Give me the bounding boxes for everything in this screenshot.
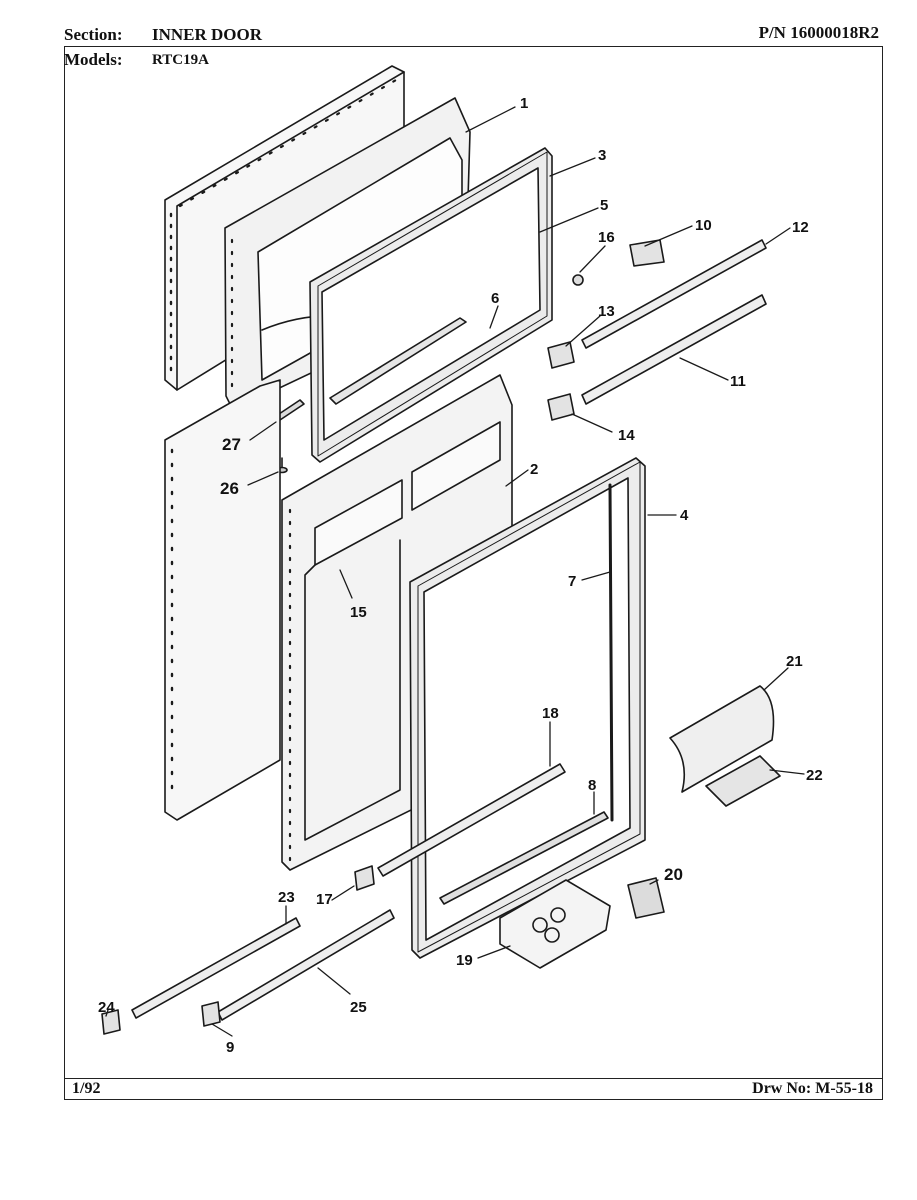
shelf-end-cap-part-9 <box>201 1001 221 1027</box>
callout-26: 26 <box>220 479 239 498</box>
callout-7: 7 <box>568 573 576 590</box>
callout-21: 21 <box>786 653 803 670</box>
callout-27: 27 <box>222 435 241 454</box>
callout-numbers: 1 2 3 4 5 6 7 8 9 10 11 12 13 14 15 16 1… <box>98 95 823 1056</box>
dairy-bin-part-22 <box>705 755 781 807</box>
callout-12: 12 <box>792 219 809 236</box>
freezer-shelf-bar-part-11 <box>581 294 767 405</box>
drawing-frame <box>64 46 883 1100</box>
callout-10: 10 <box>695 217 712 234</box>
footer-rule <box>64 1078 883 1079</box>
callout-9: 9 <box>226 1039 234 1056</box>
callout-13: 13 <box>598 303 615 320</box>
callout-24: 24 <box>98 999 115 1016</box>
callout-3: 3 <box>598 147 606 164</box>
gasket-strip-part-7 <box>608 483 614 822</box>
shelf-bar-part-18 <box>377 763 566 877</box>
callout-20: 20 <box>664 865 683 884</box>
section-label: Section: <box>64 25 123 44</box>
models-value: RTC19A <box>152 52 209 68</box>
callout-1: 1 <box>520 95 528 112</box>
callout-2: 2 <box>530 461 538 478</box>
dairy-door-part-21 <box>669 685 775 793</box>
callout-leaders <box>105 106 805 1037</box>
callout-23: 23 <box>278 889 295 906</box>
callout-22: 22 <box>806 767 823 784</box>
section-title: INNER DOOR <box>152 25 263 44</box>
shelf-bar-part-25 <box>217 909 395 1021</box>
bracket-part-20 <box>627 877 665 919</box>
screw-part-16 <box>572 274 584 286</box>
freezer-shelf-bar-part-12 <box>581 239 767 349</box>
callout-4: 4 <box>680 507 689 524</box>
callout-17: 17 <box>316 891 333 908</box>
models-label: Models: <box>64 50 123 69</box>
callout-19: 19 <box>456 952 473 969</box>
callout-8: 8 <box>588 777 596 794</box>
callout-18: 18 <box>542 705 559 722</box>
callout-5: 5 <box>600 197 608 214</box>
gasket-strip-part-8 <box>439 811 609 905</box>
shelf-end-cap-part-13 <box>547 341 575 369</box>
egg-bin-part-19 <box>499 879 611 969</box>
callout-25: 25 <box>350 999 367 1016</box>
shelf-end-cap-part-14 <box>547 393 575 421</box>
callout-6: 6 <box>491 290 499 307</box>
callout-15: 15 <box>350 604 367 621</box>
fresh-food-outer-panel <box>164 379 281 821</box>
shelf-bar-part-23 <box>131 917 301 1019</box>
drawing-number: Drw No: M-55-18 <box>752 1080 873 1097</box>
callout-14: 14 <box>618 427 635 444</box>
shelf-end-cap-part-10 <box>629 239 665 267</box>
callout-16: 16 <box>598 229 615 246</box>
footer-date: 1/92 <box>72 1080 101 1097</box>
callout-11: 11 <box>730 373 746 390</box>
shelf-end-cap-part-17 <box>354 865 375 891</box>
part-number: P/N 16000018R2 <box>758 23 879 42</box>
